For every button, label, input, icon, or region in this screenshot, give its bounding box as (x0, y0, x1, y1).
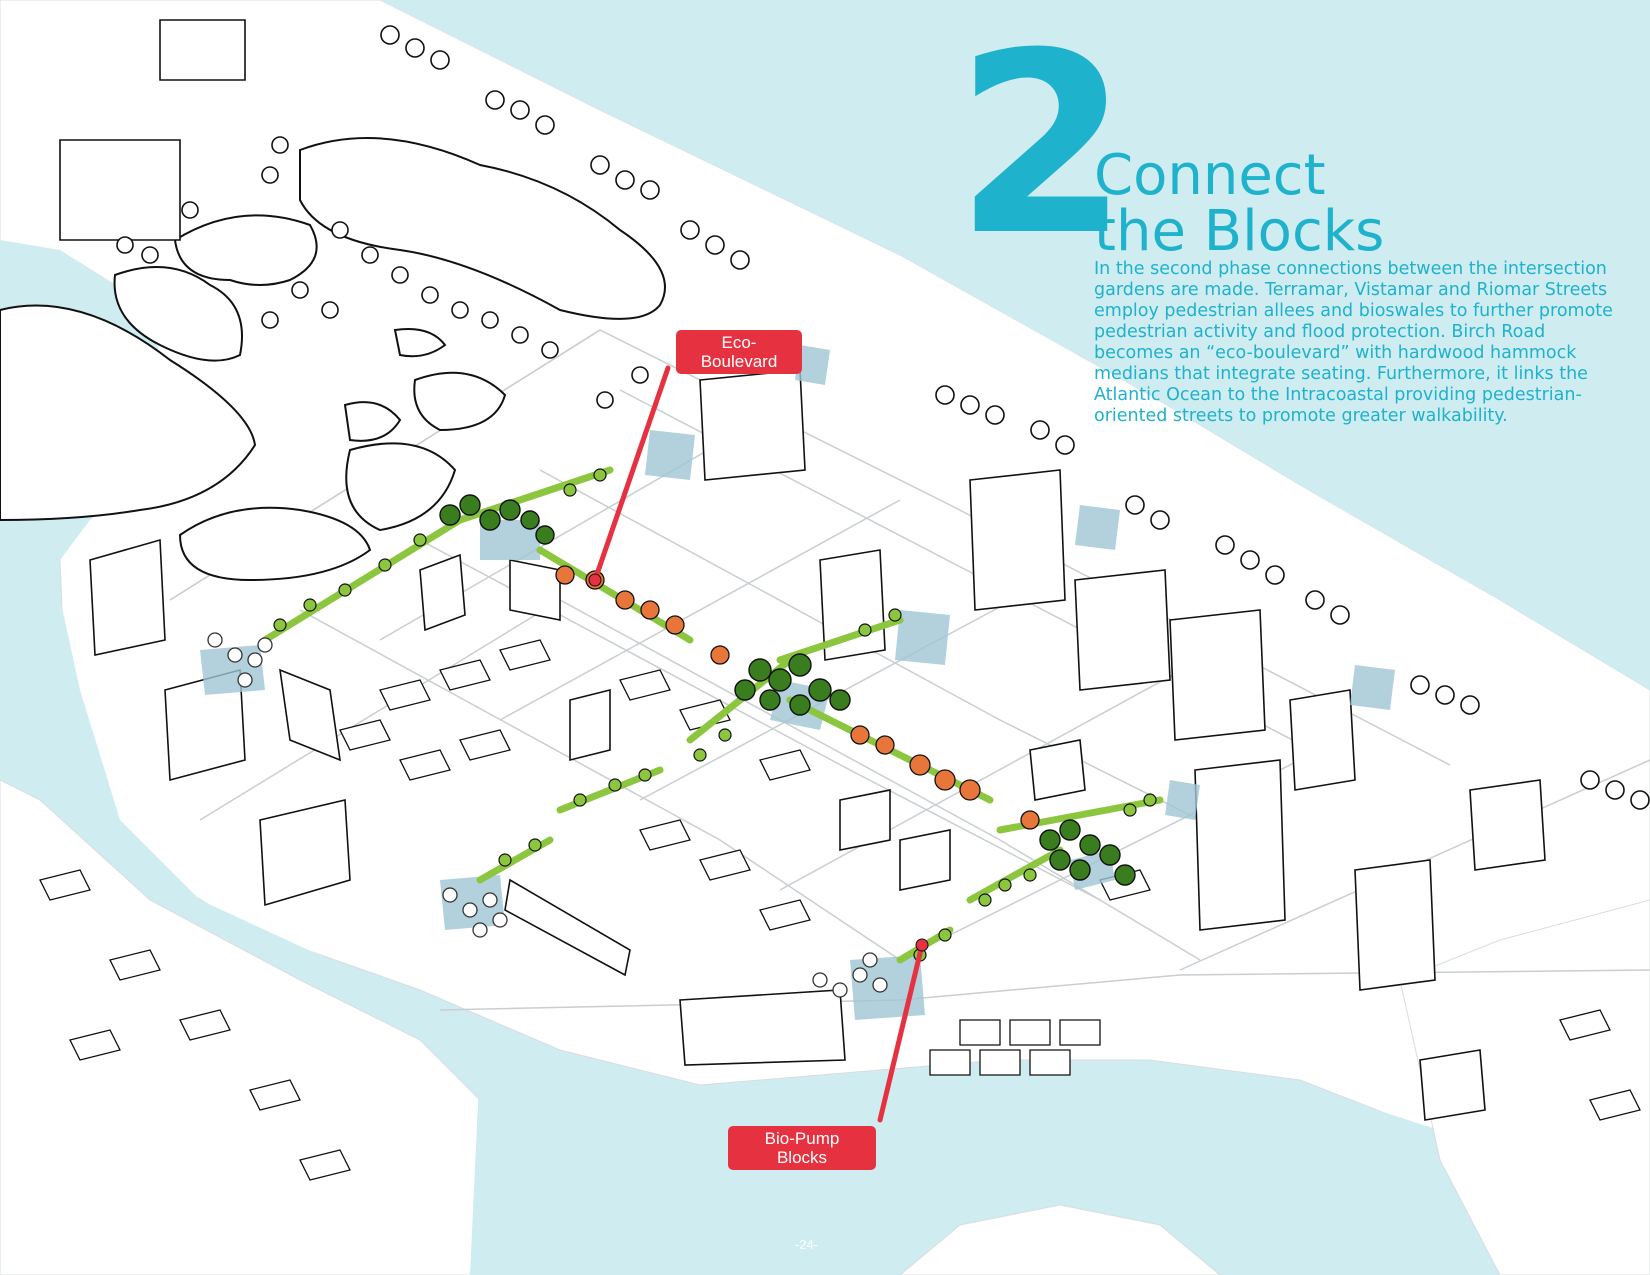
bio-pump-line-2: Blocks (776, 1148, 828, 1167)
south-water (470, 1060, 1520, 1275)
page-number: -24- (795, 1237, 819, 1252)
organic-buildings (0, 137, 666, 582)
eco-boulevard-callout: Eco- Boulevard (676, 330, 802, 374)
eco-boulevard-line-2: Boulevard (700, 352, 778, 371)
bottom-island (899, 1204, 1221, 1275)
callout-leaders (592, 365, 925, 1123)
beach-trees (116, 25, 1650, 810)
title-line-2: the Blocks (1094, 199, 1385, 264)
green-tree-clusters (439, 494, 1136, 886)
ocean (380, 0, 1650, 690)
eco-boulevard-line-1: Eco- (721, 333, 757, 352)
description-paragraph: In the second phase connections between … (1094, 259, 1613, 426)
garden-trees (207, 632, 888, 998)
eco-boulevard-marker (588, 573, 602, 587)
southwest-island (0, 779, 501, 1275)
buildings (59, 19, 1546, 1121)
allee-trees (273, 468, 1157, 962)
page-title: Connect the Blocks (1094, 148, 1384, 260)
east-landmass (1399, 899, 1650, 1275)
house-blocks (39, 639, 1641, 1181)
phase-number: 2 (955, 0, 1129, 290)
bio-pump-line-1: Bio-Pump (764, 1129, 840, 1148)
bio-pump-blocks-callout: Bio-Pump Blocks (728, 1126, 876, 1170)
title-line-1: Connect (1094, 143, 1326, 208)
bio-pump-marker (915, 938, 929, 952)
